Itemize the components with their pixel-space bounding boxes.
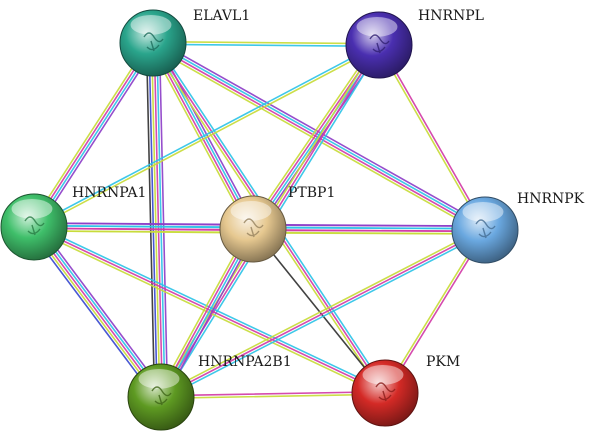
edge-evidence-line bbox=[252, 232, 486, 235]
node-label-hnrnpa1: HNRNPA1 bbox=[72, 185, 146, 201]
edge-evidence-line bbox=[252, 228, 386, 394]
edge-hnrnpa1-hnrnpa2b1 bbox=[29, 223, 166, 401]
edge-evidence-line bbox=[377, 44, 485, 232]
edge-evidence-line bbox=[145, 42, 156, 398]
node-sphere[interactable] bbox=[119, 9, 187, 77]
nodes-layer bbox=[0, 9, 519, 431]
node-pkm[interactable] bbox=[351, 359, 419, 427]
edge-evidence-line bbox=[31, 227, 160, 400]
node-highlight bbox=[11, 198, 53, 219]
edge-evidence-line bbox=[29, 40, 151, 226]
node-sphere[interactable] bbox=[127, 363, 195, 431]
node-sphere[interactable] bbox=[345, 11, 413, 79]
edge-ptbp1-pkm bbox=[252, 228, 386, 394]
node-label-ptbp1: PTBP1 bbox=[288, 185, 335, 201]
edge-evidence-line bbox=[29, 229, 158, 401]
node-highlight bbox=[362, 364, 404, 385]
node-elavl1[interactable] bbox=[119, 9, 187, 77]
node-label-elavl1: ELAVL1 bbox=[193, 8, 250, 24]
protein-structure-icon bbox=[375, 382, 396, 402]
edge-hnrnpk-hnrnpa2b1 bbox=[159, 226, 487, 401]
node-highlight bbox=[230, 200, 272, 221]
protein-structure-icon bbox=[475, 219, 496, 239]
labels-layer: ELAVL1 HNRNPL HNRNPA1 PTBP1 HNRNPK HNRNPA2B1 P… bbox=[72, 8, 585, 370]
node-highlight bbox=[138, 368, 180, 389]
protein-structure-icon bbox=[369, 34, 390, 54]
edge-evidence-line bbox=[161, 231, 487, 401]
node-hnrnpa2b1[interactable] bbox=[127, 363, 195, 431]
edge-evidence-line bbox=[35, 224, 164, 397]
edge-elavl1-hnrnpa1 bbox=[29, 40, 158, 230]
edge-evidence-line bbox=[37, 223, 166, 395]
node-hnrnpl[interactable] bbox=[345, 11, 413, 79]
edge-evidence-line bbox=[150, 42, 161, 398]
node-label-hnrnpa2b1: HNRNPA2B1 bbox=[198, 354, 292, 370]
edges-layer bbox=[29, 38, 488, 401]
edge-evidence-line bbox=[252, 226, 486, 230]
edge-evidence-line bbox=[33, 226, 162, 398]
edge-evidence-line bbox=[379, 43, 487, 231]
node-highlight bbox=[356, 16, 398, 37]
edge-evidence-line bbox=[252, 229, 486, 233]
edge-hnrnpl-hnrnpa1 bbox=[32, 43, 381, 229]
node-hnrnpa1[interactable] bbox=[0, 193, 68, 261]
edge-hnrnpa2b1-pkm bbox=[160, 390, 386, 400]
edge-evidence-line bbox=[160, 393, 386, 400]
edge-evidence-line bbox=[159, 226, 485, 396]
edge-ptbp1-hnrnpk bbox=[252, 224, 486, 235]
node-highlight bbox=[462, 201, 504, 222]
protein-structure-icon bbox=[143, 32, 164, 52]
edge-evidence-line bbox=[36, 44, 158, 230]
edge-evidence-line bbox=[152, 43, 380, 48]
node-sphere[interactable] bbox=[0, 193, 68, 261]
protein-structure-icon bbox=[151, 386, 172, 406]
edge-evidence-line bbox=[158, 42, 169, 398]
edge-evidence-line bbox=[34, 42, 155, 229]
edge-evidence-line bbox=[152, 40, 380, 45]
edge-elavl1-hnrnpl bbox=[152, 40, 380, 48]
edge-evidence-line bbox=[156, 42, 166, 398]
edge-evidence-line bbox=[32, 41, 153, 228]
edge-elavl1-hnrnpa2b1 bbox=[145, 42, 169, 398]
edge-hnrnpl-hnrnpk bbox=[377, 43, 487, 232]
edge-evidence-line bbox=[252, 224, 486, 227]
node-ptbp1[interactable] bbox=[219, 195, 287, 263]
node-sphere[interactable] bbox=[351, 359, 419, 427]
edge-evidence-line bbox=[33, 45, 381, 229]
node-hnrnpk[interactable] bbox=[451, 196, 519, 264]
edge-evidence-line bbox=[248, 41, 377, 228]
node-label-pkm: PKM bbox=[426, 354, 460, 370]
edge-evidence-line bbox=[160, 390, 386, 397]
protein-structure-icon bbox=[243, 218, 264, 238]
protein-structure-icon bbox=[24, 216, 45, 236]
node-sphere[interactable] bbox=[219, 195, 287, 263]
edge-evidence-line bbox=[148, 42, 158, 398]
node-label-hnrnpk: HNRNPK bbox=[517, 191, 585, 207]
node-label-hnrnpl: HNRNPL bbox=[418, 8, 484, 24]
edge-evidence-line bbox=[160, 229, 486, 398]
edge-evidence-line bbox=[32, 43, 380, 227]
node-sphere[interactable] bbox=[451, 196, 519, 264]
edge-evidence-line bbox=[153, 42, 164, 398]
node-highlight bbox=[130, 14, 172, 35]
